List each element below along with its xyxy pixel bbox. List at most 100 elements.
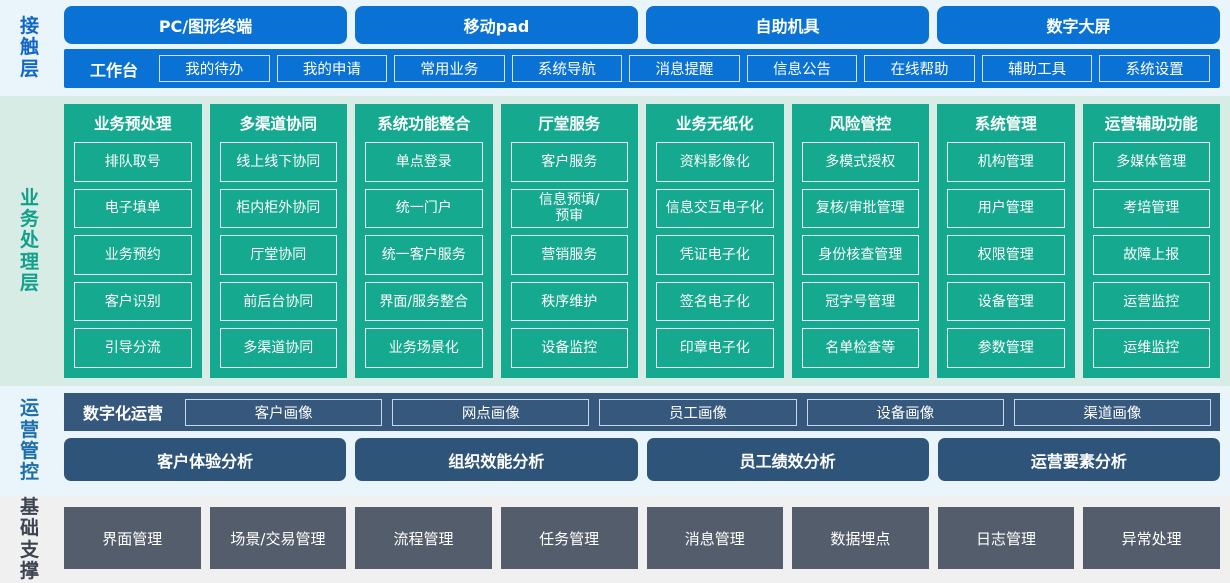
business-column-lobby-service: 厅堂服务 客户服务 信息预填/ 预审 营销服务 秩序维护 设备监控 [500, 104, 638, 378]
contact-layer-label: 接触层 [0, 0, 60, 96]
business-cell[interactable]: 冠字号管理 [801, 281, 919, 322]
business-cell[interactable]: 名单检查等 [801, 328, 919, 368]
business-column-system-management: 系统管理 机构管理 用户管理 权限管理 设备管理 参数管理 [937, 104, 1075, 378]
business-cell[interactable]: 签名电子化 [656, 281, 774, 322]
business-cell[interactable]: 前后台协同 [219, 281, 337, 322]
operations-layer: 运营管控 数字化运营 客户画像 网点画像 员工画像 设备画像 渠道画像 客户体验… [0, 386, 1230, 496]
business-cell[interactable]: 考培管理 [1092, 188, 1210, 229]
foundation-exception-handling[interactable]: 异常处理 [1083, 507, 1220, 569]
portrait-device[interactable]: 设备画像 [806, 398, 1004, 426]
business-cell[interactable]: 厅堂协同 [219, 235, 337, 275]
business-cell[interactable]: 凭证电子化 [656, 235, 774, 275]
business-layer: 业务处理层 业务预处理 排队取号 电子填单 业务预约 客户识别 引导分流 多渠道… [0, 96, 1230, 386]
business-cell[interactable]: 设备管理 [947, 281, 1065, 322]
nav-item-my-application[interactable]: 我的申请 [276, 55, 388, 82]
business-cell[interactable]: 复核/审批管理 [801, 188, 919, 229]
nav-item-assist-tools[interactable]: 辅助工具 [981, 55, 1093, 82]
business-cell[interactable]: 设备监控 [510, 328, 628, 368]
business-cell[interactable]: 信息预填/ 预审 [510, 188, 628, 229]
business-layer-body: 业务预处理 排队取号 电子填单 业务预约 客户识别 引导分流 多渠道协同 线上线… [60, 96, 1230, 386]
foundation-layer-label-text: 基础支撑 [19, 495, 40, 582]
business-cell[interactable]: 界面/服务整合 [365, 281, 483, 322]
business-cell[interactable]: 机构管理 [947, 142, 1065, 182]
contact-layer: 接触层 PC/图形终端 移动pad 自助机具 数字大屏 工作台 我的待办 我的申… [0, 0, 1230, 96]
operations-layer-body: 数字化运营 客户画像 网点画像 员工画像 设备画像 渠道画像 客户体验分析 组织… [60, 386, 1230, 496]
portrait-branch[interactable]: 网点画像 [392, 398, 590, 426]
business-cell[interactable]: 印章电子化 [656, 328, 774, 368]
portrait-channel[interactable]: 渠道画像 [1013, 398, 1212, 426]
portrait-employee[interactable]: 员工画像 [599, 398, 797, 426]
foundation-row: 界面管理 场景/交易管理 流程管理 任务管理 消息管理 数据埋点 日志管理 异常… [64, 507, 1220, 569]
nav-item-online-help[interactable]: 在线帮助 [864, 55, 975, 82]
business-column-operation-support: 运营辅助功能 多媒体管理 考培管理 故障上报 运营监控 运维监控 [1082, 104, 1220, 378]
analysis-customer-experience[interactable]: 客户体验分析 [64, 438, 347, 481]
analysis-organization-efficiency[interactable]: 组织效能分析 [355, 438, 638, 481]
nav-item-announcement[interactable]: 信息公告 [746, 55, 858, 82]
business-layer-label: 业务处理层 [0, 96, 60, 386]
business-cell[interactable]: 统一客户服务 [365, 235, 483, 275]
channel-digital-screen[interactable]: 数字大屏 [937, 6, 1220, 44]
business-cell[interactable]: 营销服务 [510, 235, 628, 275]
foundation-scene-transaction-management[interactable]: 场景/交易管理 [209, 507, 347, 569]
business-cell[interactable]: 业务场景化 [365, 328, 483, 368]
column-title: 厅堂服务 [538, 115, 601, 133]
analysis-row: 客户体验分析 组织效能分析 员工绩效分析 运营要素分析 [64, 438, 1220, 481]
business-column-risk-control: 风险管控 多模式授权 复核/审批管理 身份核查管理 冠字号管理 名单检查等 [791, 104, 929, 378]
nav-item-system-settings[interactable]: 系统设置 [1099, 55, 1210, 82]
foundation-log-management[interactable]: 日志管理 [937, 507, 1075, 569]
column-title: 运营辅助功能 [1104, 115, 1198, 133]
business-cell[interactable]: 信息交互电子化 [656, 188, 774, 229]
foundation-layer-body: 界面管理 场景/交易管理 流程管理 任务管理 消息管理 数据埋点 日志管理 异常… [60, 496, 1230, 583]
foundation-data-tracking[interactable]: 数据埋点 [792, 507, 929, 569]
column-title: 风险管控 [829, 115, 892, 133]
operations-layer-label-text: 运营管控 [19, 397, 40, 484]
column-title: 业务预处理 [93, 115, 172, 133]
analysis-operation-factors[interactable]: 运营要素分析 [937, 438, 1220, 481]
contact-layer-body: PC/图形终端 移动pad 自助机具 数字大屏 工作台 我的待办 我的申请 常用… [60, 0, 1230, 96]
business-column-system-integration: 系统功能整合 单点登录 统一门户 统一客户服务 界面/服务整合 业务场景化 [355, 104, 493, 378]
business-cell[interactable]: 故障上报 [1092, 235, 1210, 275]
business-cell[interactable]: 排队取号 [74, 142, 192, 182]
channel-pc[interactable]: PC/图形终端 [64, 6, 347, 44]
business-cell[interactable]: 资料影像化 [656, 142, 774, 182]
nav-item-my-todo[interactable]: 我的待办 [159, 55, 270, 82]
business-cell[interactable]: 权限管理 [947, 235, 1065, 275]
channel-self-service[interactable]: 自助机具 [646, 6, 929, 44]
foundation-process-management[interactable]: 流程管理 [355, 507, 492, 569]
foundation-layer: 基础支撑 界面管理 场景/交易管理 流程管理 任务管理 消息管理 数据埋点 日志… [0, 496, 1230, 583]
business-cell[interactable]: 客户识别 [74, 281, 192, 322]
business-cell[interactable]: 多模式授权 [801, 142, 919, 182]
nav-item-message-alert[interactable]: 消息提醒 [629, 55, 740, 82]
business-cell[interactable]: 单点登录 [365, 142, 483, 182]
business-cell[interactable]: 参数管理 [947, 328, 1065, 368]
business-cell[interactable]: 引导分流 [74, 328, 192, 368]
channel-mobile-pad[interactable]: 移动pad [355, 6, 638, 44]
workbench-nav-bar: 工作台 我的待办 我的申请 常用业务 系统导航 消息提醒 信息公告 在线帮助 辅… [64, 49, 1220, 88]
business-cell[interactable]: 柜内柜外协同 [219, 188, 337, 229]
business-cell[interactable]: 身份核查管理 [801, 235, 919, 275]
foundation-message-management[interactable]: 消息管理 [646, 507, 784, 569]
nav-item-system-navigation[interactable]: 系统导航 [511, 55, 623, 82]
foundation-ui-management[interactable]: 界面管理 [64, 507, 201, 569]
contact-layer-label-text: 接触层 [19, 15, 40, 80]
business-cell[interactable]: 用户管理 [947, 188, 1065, 229]
business-cell[interactable]: 线上线下协同 [219, 142, 337, 182]
foundation-layer-label: 基础支撑 [0, 496, 60, 583]
foundation-task-management[interactable]: 任务管理 [500, 507, 638, 569]
business-cell[interactable]: 客户服务 [510, 142, 628, 182]
business-cell[interactable]: 多渠道协同 [219, 328, 337, 368]
nav-item-common-business[interactable]: 常用业务 [394, 55, 505, 82]
business-layer-label-text: 业务处理层 [19, 186, 40, 294]
business-cell[interactable]: 多媒体管理 [1092, 142, 1210, 182]
business-cell[interactable]: 统一门户 [365, 188, 483, 229]
business-column-pre-processing: 业务预处理 排队取号 电子填单 业务预约 客户识别 引导分流 [64, 104, 202, 378]
business-cell[interactable]: 电子填单 [74, 188, 192, 229]
business-cell[interactable]: 业务预约 [74, 235, 192, 275]
business-cell[interactable]: 运营监控 [1092, 281, 1210, 322]
business-cell[interactable]: 秩序维护 [510, 281, 628, 322]
portrait-customer[interactable]: 客户画像 [185, 398, 383, 426]
business-cell[interactable]: 运维监控 [1092, 328, 1210, 368]
digital-operations-title: 数字化运营 [83, 404, 164, 423]
analysis-employee-performance[interactable]: 员工绩效分析 [646, 438, 929, 481]
